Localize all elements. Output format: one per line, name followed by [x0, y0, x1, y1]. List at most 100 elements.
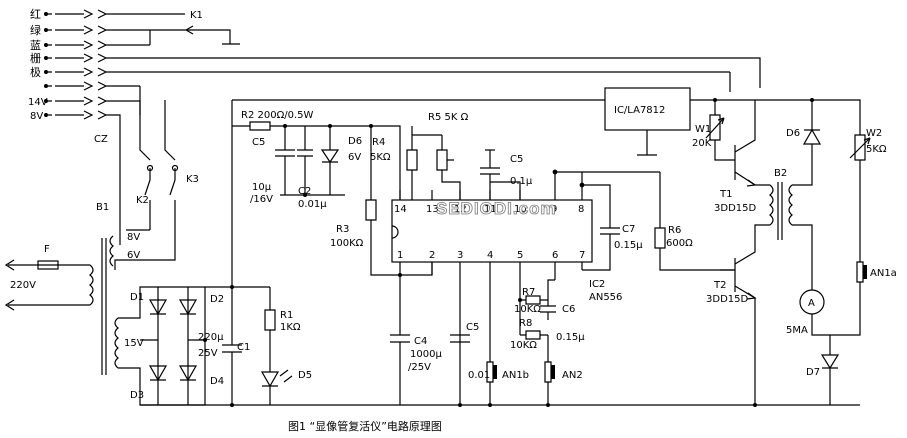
- d6a-label: D6: [348, 136, 362, 147]
- d6b-label: D6: [786, 128, 800, 139]
- an2-button: [551, 365, 555, 379]
- c7-value: 0.15μ: [614, 240, 643, 251]
- r7-r8-c6: [519, 279, 556, 355]
- ic-pin-14: 14: [394, 204, 407, 215]
- cz-bus-wires: [112, 57, 761, 245]
- ic-pin-11: 11: [484, 204, 497, 215]
- b2-label: B2: [774, 168, 787, 179]
- w1-t1-t2: [705, 100, 770, 405]
- r1-label: R1: [280, 310, 293, 321]
- ic2-part: AN556: [589, 292, 622, 303]
- w1-label: W1: [695, 124, 711, 135]
- c2-value: 0.01μ: [298, 199, 327, 210]
- c7-label: C7: [622, 224, 635, 235]
- tap-15v: 15V: [124, 338, 144, 349]
- an1b-button: [493, 365, 497, 379]
- c4-value: 1000μ: [410, 349, 442, 360]
- k3-label: K3: [186, 174, 199, 185]
- w2-label: W2: [866, 128, 882, 139]
- meter-range: 5MA: [786, 325, 808, 336]
- c4-volt: /25V: [408, 362, 431, 373]
- d2-label: D2: [210, 294, 224, 305]
- r7-value: 10KΩ: [514, 304, 541, 315]
- d4-label: D4: [210, 376, 224, 387]
- k1-label: K1: [190, 10, 203, 21]
- c5b-label: C5: [510, 154, 523, 165]
- fuse-label: F: [44, 244, 50, 255]
- w2-value: 5KΩ: [866, 144, 887, 155]
- c5c-label: C5: [466, 322, 479, 333]
- c6-value: 0.15μ: [556, 332, 585, 343]
- t1-label: T1: [719, 189, 732, 200]
- meter-label: A: [808, 298, 815, 309]
- switch-k1: [112, 13, 240, 46]
- transformer-b1: [89, 235, 119, 375]
- an2-label: AN2: [562, 370, 583, 381]
- c5a-label: C5: [252, 137, 265, 148]
- watermark: SEDIODI.com: [436, 199, 557, 218]
- r8-label: R8: [519, 318, 532, 329]
- ic-pin-2: 2: [429, 250, 435, 261]
- r3-value: 100KΩ: [330, 238, 364, 249]
- ic2-chip: [391, 172, 593, 405]
- regulator-label: IC/LA7812: [614, 105, 665, 116]
- c6-label: C6: [562, 304, 575, 315]
- mains-input: [4, 259, 90, 311]
- pin-label-green: 绿: [30, 23, 41, 37]
- ic-pin-1: 1: [397, 250, 403, 261]
- ic-pin-12: 12: [454, 204, 467, 215]
- ic-pin-3: 3: [457, 250, 463, 261]
- d3-label: D3: [130, 390, 144, 401]
- pin-label-pole: 极: [30, 65, 41, 79]
- mains-label: 220V: [10, 280, 36, 291]
- d6-w2-meter-d7: [799, 100, 871, 405]
- ic-pin-4: 4: [487, 250, 493, 261]
- top-supply-wire: [232, 99, 861, 135]
- b1-label: B1: [96, 202, 109, 213]
- junction-dots: [203, 98, 814, 407]
- r1-value: 1KΩ: [280, 322, 301, 333]
- c5c-value: 0.01: [468, 370, 490, 381]
- c4-label: C4: [414, 336, 427, 347]
- t2-label: T2: [713, 280, 726, 291]
- connector-name: CZ: [94, 134, 108, 145]
- ic-pin-5: 5: [517, 250, 523, 261]
- tap-8v: 8V: [127, 232, 140, 243]
- c2-cap: 10μ: [252, 182, 272, 193]
- pin-label-14v: 14V: [28, 97, 48, 108]
- w1-value: 20K: [692, 138, 712, 149]
- r5-label: R5 5K Ω: [428, 112, 469, 123]
- r3-label: R3: [336, 224, 349, 235]
- r6-value: 600Ω: [666, 238, 693, 249]
- r4-label: R4: [372, 137, 385, 148]
- ic2-name: IC2: [589, 279, 605, 290]
- c7-r6: [552, 169, 735, 271]
- ic-pin-leads: [399, 172, 583, 405]
- connector-dashes: [48, 13, 58, 116]
- d1-label: D1: [130, 292, 144, 303]
- connector-cz: 红 绿 蓝 栅 极 14V 8V CZ: [28, 8, 112, 145]
- pin-label-grid: 栅: [30, 51, 41, 65]
- r2-c5-c2-d6: [232, 121, 433, 276]
- ic-pin-10: 10: [514, 204, 527, 215]
- r4-value: 5KΩ: [370, 152, 391, 163]
- pin-label-8v: 8V: [30, 111, 43, 122]
- figure-caption: 图1 “显像管复活仪”电路原理图: [288, 419, 442, 433]
- r8-value: 10KΩ: [510, 340, 537, 351]
- regulator-ic: [604, 87, 691, 156]
- pin-label-blue: 蓝: [30, 39, 41, 52]
- t2-part: 3DD15D: [706, 294, 748, 305]
- c1-r1-d5: [140, 100, 860, 406]
- an1b-label: AN1b: [502, 370, 529, 381]
- c1-label: C1: [237, 342, 250, 353]
- c2-label: C2: [298, 186, 311, 197]
- t1-part: 3DD15D: [714, 203, 756, 214]
- ic-pin-13: 13: [426, 204, 439, 215]
- r2-label: R2 200Ω/0.5W: [241, 110, 313, 121]
- ic-pin-8: 8: [578, 204, 584, 215]
- connector-dots: [44, 12, 48, 117]
- ic-pin-9: 9: [551, 204, 557, 215]
- c4-c5c-switches: [390, 275, 552, 405]
